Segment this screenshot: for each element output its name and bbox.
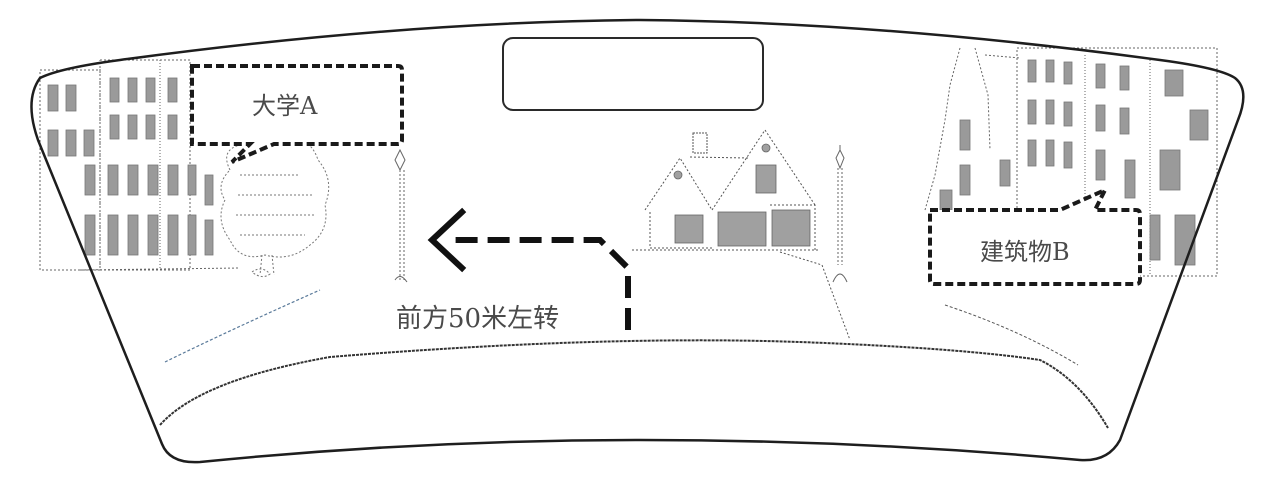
left-buildings bbox=[39, 59, 241, 271]
poi-a-label: 大学A bbox=[252, 92, 318, 120]
left-tree bbox=[220, 135, 330, 278]
turn-left-arrow-icon bbox=[427, 207, 631, 330]
right-road-edge bbox=[944, 304, 1079, 366]
center-house bbox=[632, 129, 851, 341]
poi-b-callout-border bbox=[928, 185, 1142, 286]
poi-a-callout-border bbox=[190, 64, 404, 164]
navigation-instruction-label: 前方50米左转 bbox=[396, 304, 560, 334]
left-street-lamp bbox=[394, 148, 408, 283]
poi-a-callout[interactable] bbox=[190, 64, 404, 164]
poi-b-label: 建筑物B bbox=[980, 238, 1070, 266]
hud-display-box bbox=[502, 37, 764, 111]
right-buildings bbox=[924, 47, 1218, 277]
center-street-lamp bbox=[832, 145, 848, 283]
windshield-outline bbox=[30, 18, 1245, 464]
left-road-edge bbox=[164, 289, 321, 363]
dashboard-line bbox=[159, 339, 1109, 429]
poi-b-callout[interactable] bbox=[928, 185, 1142, 286]
